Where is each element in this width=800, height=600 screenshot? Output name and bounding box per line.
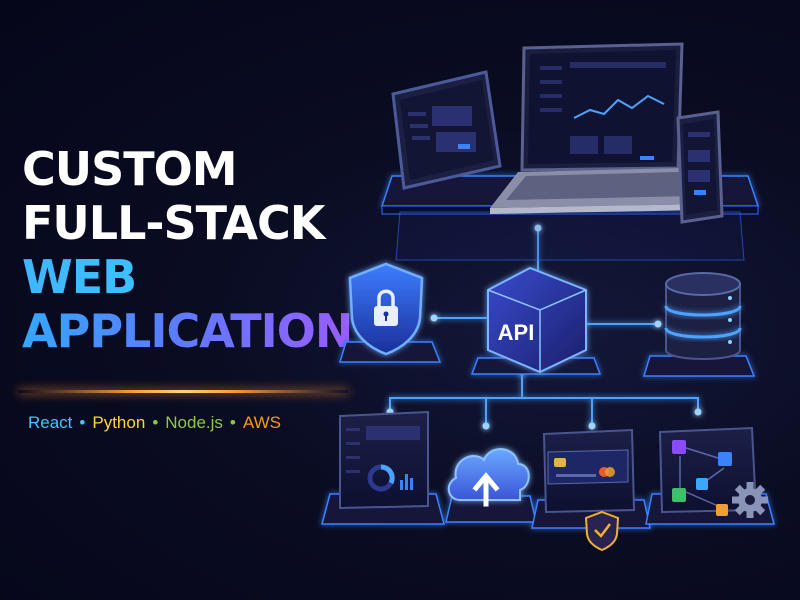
tech-separator: •: [229, 413, 236, 432]
cloud-upload-icon: [447, 448, 530, 507]
tech-react: React: [28, 413, 73, 432]
laptop-icon: [490, 42, 706, 214]
headline-line-3: WEB: [22, 250, 352, 304]
api-label: API: [498, 320, 535, 345]
dashboard-card-icon: [339, 410, 429, 510]
tech-aws: AWS: [242, 413, 281, 432]
tech-stack: React • Python • Node.js • AWS: [28, 413, 281, 433]
tech-separator: •: [79, 413, 86, 432]
database-icon: [642, 272, 756, 377]
api-cube-icon: API: [470, 266, 602, 375]
payment-card-icon: [542, 428, 636, 552]
headline-line-1: CUSTOM: [22, 142, 238, 196]
headline-line-4: APPLICATION: [22, 304, 353, 358]
shield-lock-icon: [338, 262, 442, 363]
tech-separator: •: [152, 413, 159, 432]
headline-line-2: FULL-STACK: [22, 196, 325, 250]
tech-python: Python: [92, 413, 146, 432]
workflow-gear-icon: [658, 426, 768, 518]
tablet-icon: [391, 70, 502, 190]
tech-nodejs: Node.js: [165, 413, 223, 432]
headline: CUSTOM FULL-STACK WEB APPLICATION: [22, 142, 353, 358]
glow-divider: [18, 390, 348, 393]
phone-icon: [676, 110, 724, 224]
